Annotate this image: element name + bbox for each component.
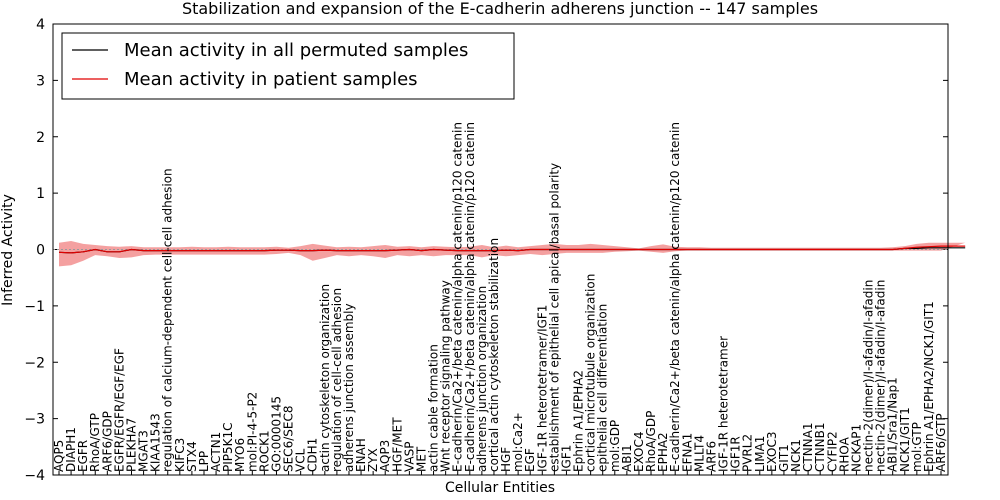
x-tick-label: HGF: [499, 447, 513, 472]
legend: Mean activity in all permuted samples Me…: [61, 32, 515, 100]
legend-label-patient: Mean activity in patient samples: [124, 69, 418, 90]
x-tick-label: IGF1: [559, 445, 573, 472]
x-tick-label: Wnt receptor signaling pathway: [439, 280, 453, 472]
x-tick-label: STX4: [185, 441, 199, 472]
x-tick-label: ZYX: [366, 448, 380, 472]
x-tick-label: establishment of epithelial cell apical/…: [547, 163, 561, 472]
x-axis-label: Cellular Entities: [445, 480, 555, 496]
x-tick-label: actin cytoskeleton organization: [318, 284, 332, 472]
x-tick-label: CTNNB1: [813, 422, 827, 472]
x-tick-label: NCKAP1: [849, 424, 863, 472]
x-tick-label: KIAA1543: [149, 413, 163, 472]
x-tick-label: ROCK1: [257, 430, 271, 472]
x-tick-label: NCK1: [789, 439, 803, 472]
plot-area: [52, 23, 949, 476]
x-tick-label: GIT1: [777, 444, 791, 472]
y-tick-label: 0: [36, 243, 45, 259]
x-tick-label: IGF1R: [729, 436, 743, 472]
series-line-patient: [58, 245, 966, 254]
x-tick-label: mol:Ca2+: [511, 412, 525, 472]
x-tick-label: EGF: [523, 448, 537, 472]
y-tick-label: −4: [24, 468, 45, 484]
x-tick-label: DIAPH1: [64, 427, 78, 472]
confidence-band: [59, 241, 966, 267]
y-tick-label: 4: [36, 17, 45, 33]
x-tick-label: mol:GDP: [608, 420, 622, 472]
x-tick-label: Ephrin A1/EPHA2: [572, 370, 586, 472]
x-tick-label: E-cadherin/Ca2+/beta catenin/alpha caten…: [463, 122, 477, 472]
x-tick-label: ABI1/Sra1/Nap1: [886, 377, 900, 472]
x-tick-label: cortical actin cytoskeleton stabilizatio…: [487, 238, 501, 472]
x-tick-label: KIFC3: [173, 438, 187, 472]
x-tick-label: nectin-2(dimer)/I-afadin/I-afadin: [862, 280, 876, 472]
x-tick-label: cortical microtubule organization: [584, 274, 598, 472]
x-tick-label: regulation of calcium-dependent cell-cel…: [161, 168, 175, 472]
x-tick-label: ARF6: [704, 441, 718, 472]
x-tick-label: mol:PI-4-5-P2: [245, 392, 259, 472]
y-tick-label: −3: [24, 412, 45, 428]
x-tick-label: EGFR/EGFR/EGF/EGF: [112, 348, 126, 472]
y-tick-label: 2: [36, 130, 45, 146]
x-tick-label: GO:0000145: [269, 396, 283, 472]
x-tick-label: ABI1: [620, 444, 634, 472]
x-tick-label: RhoA/GTP: [88, 413, 102, 472]
x-tick-label: adherens junction organization: [475, 286, 489, 472]
y-tick-label: −1: [24, 299, 45, 315]
x-tick-label: IGF-1R heterotetramer: [717, 336, 731, 472]
x-tick-label: CDH1: [306, 438, 320, 472]
y-axis-label: Inferred Activity: [0, 194, 16, 306]
x-tick-label: PIP5K1C: [221, 422, 235, 472]
x-tick-label: regulation of cell-cell adhesion: [330, 288, 344, 472]
y-tick-label: 1: [36, 186, 45, 202]
x-tick-label: PVRL2: [741, 434, 755, 472]
x-tick-label: adherens junction assembly: [342, 303, 356, 472]
legend-box: [61, 32, 515, 100]
x-tick-label: PLEKHA7: [124, 418, 138, 472]
x-tick-label: SEC6/SEC8: [282, 406, 296, 472]
x-tick-label: actin cable formation: [427, 344, 441, 472]
x-tick-label: IGF-1R heterotetramer/IGF1: [535, 305, 549, 472]
x-tick-label: CTNNA1: [801, 422, 815, 472]
x-tick-label: epithelial cell differentiation: [596, 304, 610, 472]
x-tick-label: EXOC4: [632, 432, 646, 473]
chart-title: Stabilization and expansion of the E-cad…: [182, 0, 818, 18]
x-tick-label: EXOC3: [765, 432, 779, 473]
x-tick-label: RhoA/GDP: [644, 411, 658, 472]
x-tick-label: MLLT4: [692, 435, 706, 472]
x-tick-label: VCL: [294, 448, 308, 472]
y-tick-label: 3: [36, 73, 45, 89]
x-tick-label: NCK1/GIT1: [898, 407, 912, 472]
x-tick-label: E-cadherin/Ca2+/beta catenin/alpha caten…: [668, 122, 682, 472]
x-tick-label: Ephrin A1/EPHA2/NCK1/GIT1: [922, 301, 936, 472]
series-lines: [58, 245, 966, 254]
x-tick-label: nectin-2(dimer)/I-afadin/I-afadin: [874, 280, 888, 472]
x-tick-label: EGFR: [76, 440, 90, 472]
x-tick-label: MYO6: [233, 438, 247, 472]
x-tick-label: E-cadherin/Ca2+/beta catenin/alpha caten…: [451, 122, 465, 472]
x-tick-label: ARF6/GDP: [100, 411, 114, 472]
x-tick-label: LIMA1: [753, 436, 767, 472]
x-tick-label: AQP3: [378, 440, 392, 472]
x-tick-label: MET: [414, 446, 428, 472]
y-tick-label: −2: [24, 355, 45, 371]
legend-label-permuted: Mean activity in all permuted samples: [124, 40, 468, 61]
y-axis-ticks: −4 −3 −2 −1 0 1 2 3 4: [24, 17, 948, 484]
x-tick-label: ENAH: [354, 438, 368, 472]
x-tick-label: ARF6/GTP: [934, 413, 948, 472]
x-tick-label: EFNA1: [680, 433, 694, 472]
band-area: [59, 241, 966, 267]
x-tick-label: AQP5: [52, 440, 66, 472]
x-tick-label: ACTN1: [209, 432, 223, 472]
x-tick-label: EPHA2: [656, 432, 670, 472]
x-tick-label: MGAT3: [137, 430, 151, 472]
x-tick-label: HGF/MET: [390, 417, 404, 472]
x-tick-label: VASP: [402, 441, 416, 472]
x-tick-label: LPP: [197, 451, 211, 472]
x-tick-label: RHOA: [837, 436, 851, 472]
x-tick-label: mol:GTP: [910, 422, 924, 472]
x-tick-label: CYFIP2: [825, 431, 839, 472]
x-axis-tick-labels: AQP5DIAPH1EGFRRhoA/GTPARF6/GDPEGFR/EGFR/…: [52, 122, 948, 475]
